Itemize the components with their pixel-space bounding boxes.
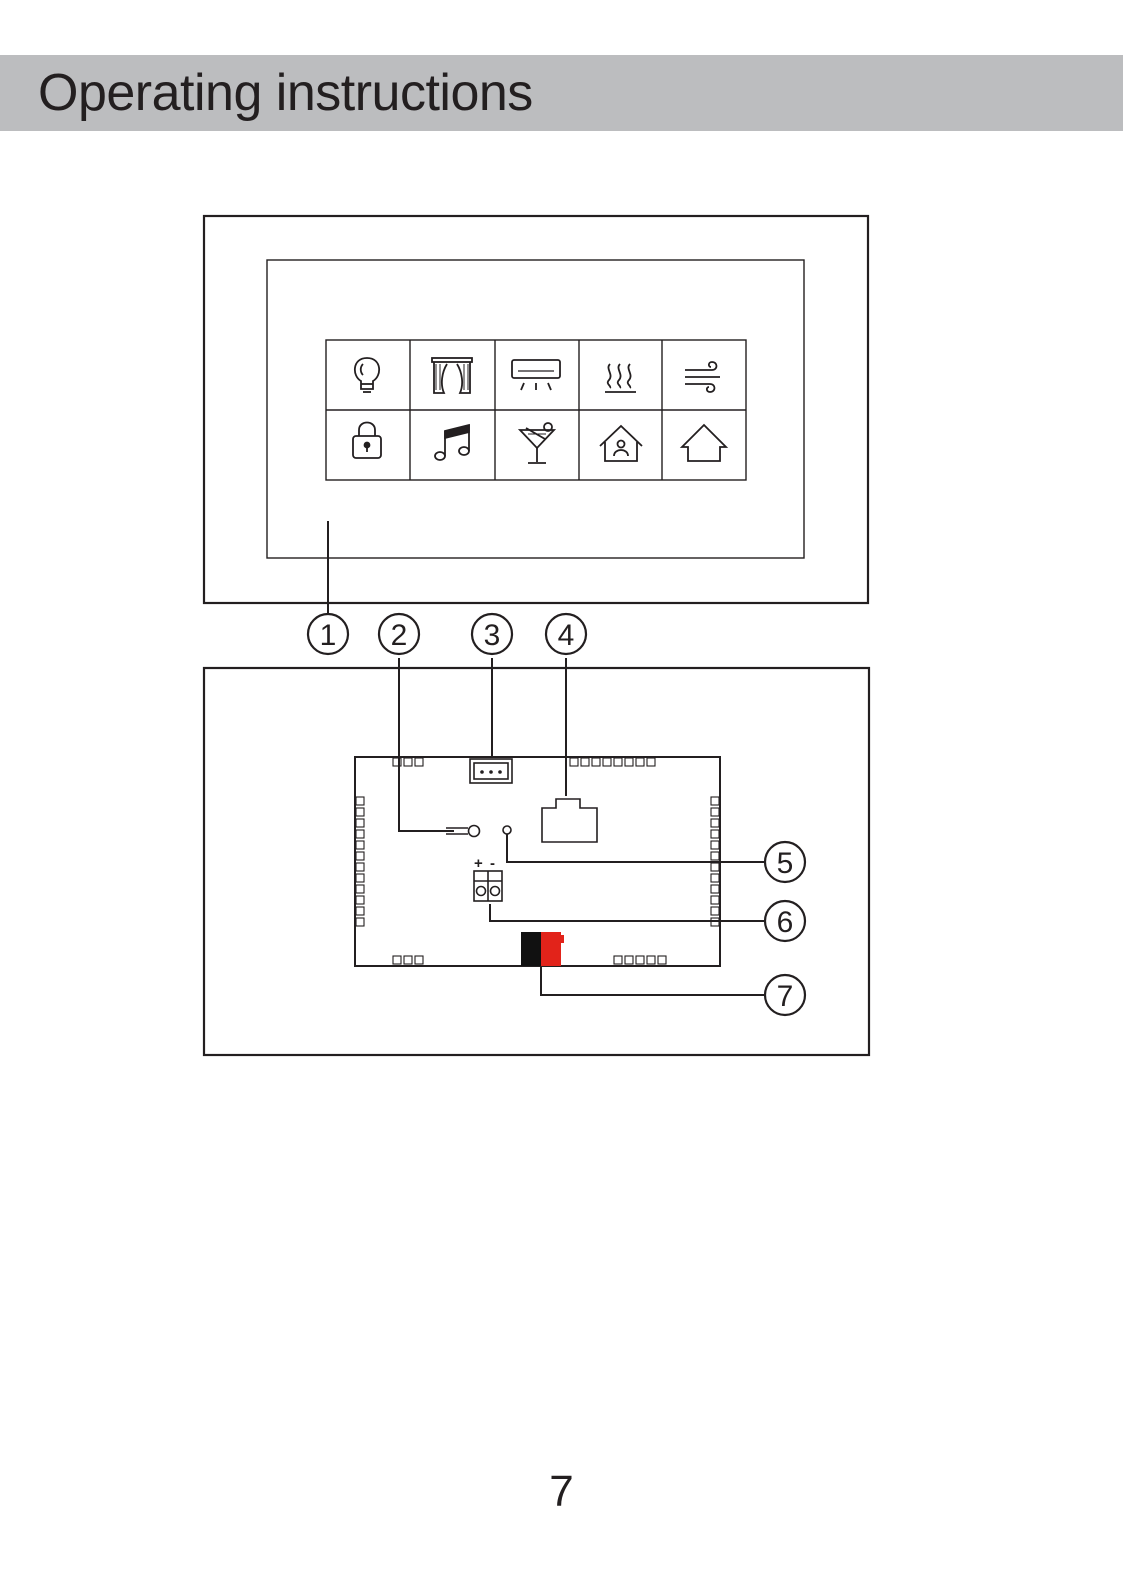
power-connector-red: [541, 932, 561, 966]
floor-heating-icon: [605, 363, 636, 393]
solder-pad: [710, 807, 720, 817]
solder-pad: [646, 757, 656, 767]
solder-pad: [710, 895, 720, 905]
callout-4: 4: [558, 619, 575, 652]
callout-2-circle: [377, 612, 421, 656]
solder-pad: [624, 757, 634, 767]
solder-pad: [613, 757, 623, 767]
front-panel-outline: [202, 214, 870, 605]
header-bar: [0, 55, 1123, 131]
solder-pad: [624, 955, 634, 965]
solder-pad: [710, 796, 720, 806]
connector-pins: [480, 770, 502, 774]
power-terminal-block: [473, 870, 503, 902]
power-connector-black: [521, 932, 541, 966]
solder-pad: [355, 818, 365, 828]
solder-pad: [355, 807, 365, 817]
solder-pad: [646, 955, 656, 965]
solder-pad: [355, 796, 365, 806]
callout-1: 1: [320, 619, 337, 652]
callout-5-circle: [763, 840, 807, 884]
solder-pad: [710, 840, 720, 850]
callout-3: 3: [484, 619, 501, 652]
pin-header-connector: [469, 758, 513, 784]
cocktail-glass-icon: [517, 422, 557, 464]
callout-5: 5: [777, 847, 794, 880]
home-icon: [679, 423, 729, 462]
solder-pad: [414, 757, 424, 767]
solder-pad: [591, 757, 601, 767]
solder-pad: [355, 862, 365, 872]
solder-pad: [355, 829, 365, 839]
dip-switch: [446, 824, 481, 838]
callout-3-circle: [470, 612, 514, 656]
solder-pad: [355, 906, 365, 916]
solder-pad: [710, 818, 720, 828]
back-panel-outline: [202, 666, 871, 1057]
lock-icon: [352, 421, 382, 459]
light-bulb-icon: [354, 357, 380, 393]
display-screen: [266, 259, 805, 559]
callout-6-circle: [763, 899, 807, 943]
solder-pad: [355, 884, 365, 894]
home-person-icon: [599, 424, 643, 462]
solder-pad: [355, 851, 365, 861]
solder-pad: [613, 955, 623, 965]
page-title: Operating instructions: [38, 64, 533, 122]
callout-6: 6: [777, 906, 794, 939]
solder-pad: [710, 873, 720, 883]
callout-2: 2: [391, 619, 408, 652]
solder-pad: [635, 955, 645, 965]
fresh-air-icon: [685, 361, 720, 393]
solder-pad: [355, 873, 365, 883]
solder-pad: [635, 757, 645, 767]
board-edge-pads: [355, 757, 720, 965]
solder-pad: [710, 829, 720, 839]
solder-pad: [414, 955, 424, 965]
solder-pad: [710, 906, 720, 916]
solder-pad: [710, 884, 720, 894]
solder-pad: [710, 917, 720, 927]
solder-pad: [355, 895, 365, 905]
music-note-icon: [434, 423, 470, 461]
callout-7-circle: [763, 973, 807, 1017]
solder-pad: [602, 757, 612, 767]
air-conditioner-icon: [511, 359, 561, 391]
solder-pad: [657, 955, 667, 965]
callout-7: 7: [777, 980, 794, 1013]
page-number: 7: [549, 1467, 574, 1516]
solder-pad: [392, 757, 402, 767]
callout-4-circle: [544, 612, 588, 656]
solder-pad: [403, 955, 413, 965]
solder-pad: [403, 757, 413, 767]
solder-pad: [569, 757, 579, 767]
callout-1-circle: [306, 612, 350, 656]
solder-pad: [710, 851, 720, 861]
indicator-hole: [502, 825, 512, 835]
solder-pad: [355, 840, 365, 850]
terminal-plus-label: +: [474, 855, 483, 872]
solder-pad: [710, 862, 720, 872]
terminal-minus-label: -: [490, 855, 495, 872]
network-jack: [541, 798, 598, 843]
curtain-icon: [431, 357, 473, 394]
icon-grid: [325, 339, 747, 481]
solder-pad: [355, 917, 365, 927]
solder-pad: [392, 955, 402, 965]
solder-pad: [580, 757, 590, 767]
